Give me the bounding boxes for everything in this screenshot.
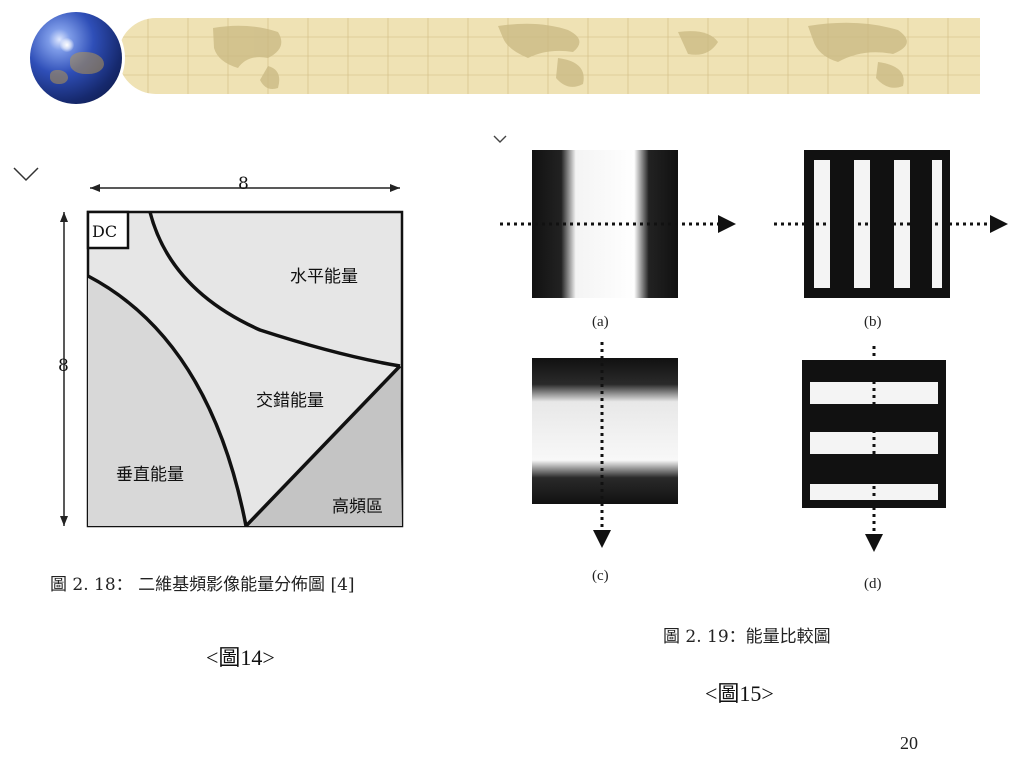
figure-15-label: <圖15> — [705, 681, 774, 706]
globe-land — [70, 52, 104, 74]
figure-14-label: <圖14> — [206, 645, 275, 670]
globe-highlight — [60, 38, 74, 52]
figure-14: 8 8 DC 水平能量 交錯能量 垂直能量 高頻區 — [10, 150, 450, 570]
world-map-strip — [118, 18, 980, 94]
region-horizontal-label: 水平能量 — [290, 267, 358, 287]
figure-15-caption: 圖 2. 19：能量比較圖 — [663, 627, 831, 647]
region-dc-label: DC — [92, 222, 118, 241]
energy-comparison-panels — [493, 135, 1008, 552]
dimension-height-label: 8 — [58, 356, 69, 376]
panel-a-label: (a) — [592, 314, 609, 330]
region-high-freq-label: 高頻區 — [332, 497, 383, 517]
figure-14-caption: 圖 2. 18： 二維基頻影像能量分佈圖 [4] — [50, 575, 355, 595]
page-number: 20 — [900, 733, 918, 753]
world-map-icon — [118, 18, 980, 94]
panel-d-label: (d) — [864, 576, 882, 592]
globe-land — [50, 70, 68, 84]
figure-15: (a) (b) (c) (d) — [486, 128, 1016, 608]
panel-b-label: (b) — [864, 314, 882, 330]
dimension-width-label: 8 — [238, 174, 249, 194]
region-diagonal-label: 交錯能量 — [256, 391, 324, 411]
header-banner — [0, 0, 1024, 110]
region-vertical-label: 垂直能量 — [116, 465, 184, 485]
panel-c-label: (c) — [592, 568, 609, 584]
energy-distribution-diagram — [13, 167, 404, 528]
globe-icon — [30, 12, 122, 104]
